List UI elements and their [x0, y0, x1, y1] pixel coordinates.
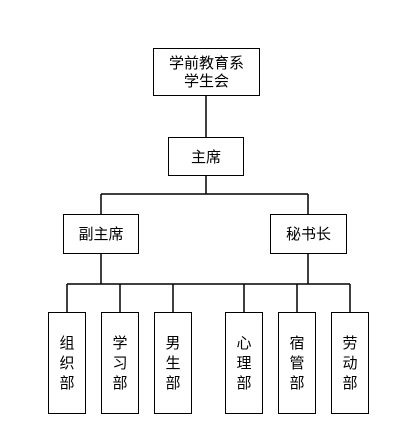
- secretary-general-node: 秘书长: [270, 214, 347, 254]
- secretary-general-label: 秘书长: [285, 225, 331, 243]
- dept-node-dormitory: 宿管部: [278, 312, 316, 414]
- dept-label: 劳动部: [342, 334, 358, 392]
- vice-president-label: 副主席: [78, 225, 124, 243]
- dept-node-psychology: 心理部: [225, 312, 263, 414]
- dept-label: 学习部: [112, 334, 128, 392]
- root-node: 学前教育系 学生会: [153, 48, 260, 96]
- dept-node-organization: 组织部: [48, 312, 86, 414]
- dept-node-labor: 劳动部: [331, 312, 369, 414]
- dept-label: 宿管部: [289, 334, 305, 392]
- vice-president-node: 副主席: [63, 214, 139, 254]
- root-node-line1: 学前教育系: [168, 54, 244, 72]
- president-node: 主席: [168, 137, 244, 176]
- root-node-label: 学前教育系 学生会: [169, 54, 244, 90]
- root-node-line2: 学生会: [183, 72, 229, 90]
- dept-label: 男生部: [165, 334, 181, 392]
- dept-label: 心理部: [236, 334, 252, 392]
- dept-label: 组织部: [59, 334, 75, 392]
- dept-node-male-students: 男生部: [154, 312, 192, 414]
- dept-node-study: 学习部: [101, 312, 139, 414]
- president-label: 主席: [190, 147, 221, 166]
